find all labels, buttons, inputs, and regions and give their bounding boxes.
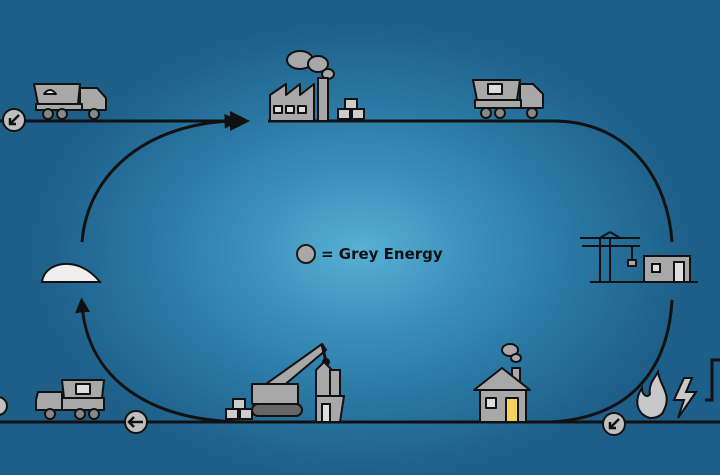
cycle-arc-bottom-right [549,299,674,424]
dump-truck-icon [35,379,105,420]
building-icon [643,255,691,283]
mined-material-pile-icon [40,263,103,283]
top-flow-arrowhead [230,111,250,131]
arrow-badge-icon [0,396,8,416]
building-icon [315,360,346,423]
arrow-badge-icon [602,412,626,436]
crane-icon [580,231,640,282]
grey-energy-dot-icon [296,244,316,264]
arrow-badge-icon [124,410,148,434]
right-edge-line [705,358,720,402]
dump-truck-icon [472,79,544,119]
cycle-arc-top-right [554,119,674,243]
dump-truck-icon [33,83,107,120]
lightning-icon [672,377,698,419]
gold-bars-icon [225,398,253,420]
house-icon [473,343,531,423]
gold-bars-icon [337,98,365,120]
factory-icon [269,50,335,122]
grey-energy-legend: = Grey Energy [296,244,443,264]
fire-icon [636,368,668,420]
cycle-arc-bottom-left [75,297,241,424]
legend-label: = Grey Energy [321,245,443,263]
arrow-badge-icon [2,108,26,132]
cycle-arc-top-left [80,113,240,243]
